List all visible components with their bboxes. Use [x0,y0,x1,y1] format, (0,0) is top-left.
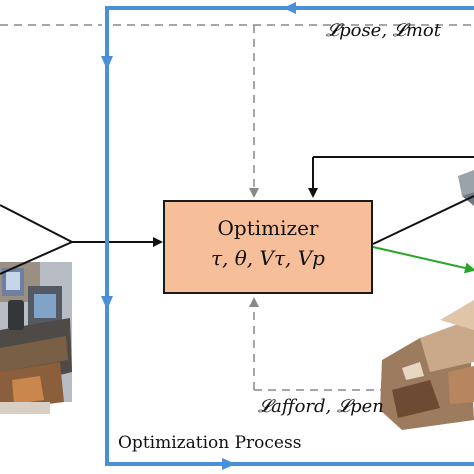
output-arrows [372,195,474,274]
output-scene-image [380,170,474,430]
input-arrow [0,204,163,275]
loop-arrow-left-upper [101,56,113,70]
optimizer-title: Optimizer [217,216,319,240]
loss-label-top: 𝓛pose, 𝓛mot [326,20,442,41]
loss-label-bottom: 𝓛afford, 𝓛pen [258,396,384,417]
optimization-process-loop [101,2,474,470]
optimization-process-label: Optimization Process [118,433,302,453]
input-scene-image [0,262,72,414]
dashed-feedback-lines [0,24,474,391]
loop-arrow-bottom [222,458,236,470]
feedback-arrow-top-right [308,156,474,198]
loop-arrow-left-lower [101,296,113,310]
optimizer-box: Optimizer τ, θ, Vτ, Vp [163,200,373,294]
loop-arrow-top [283,2,296,14]
optimizer-variables: τ, θ, Vτ, Vp [210,246,325,270]
